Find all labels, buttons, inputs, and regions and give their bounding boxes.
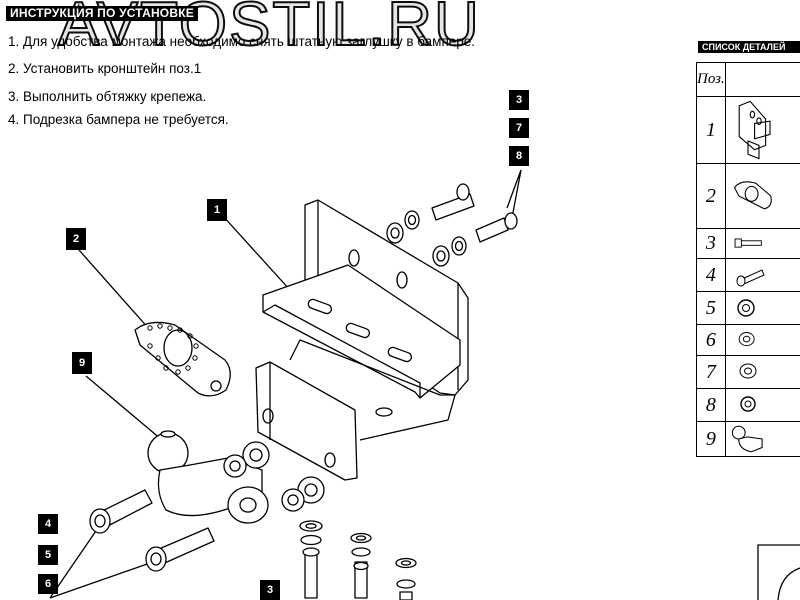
parts-list-row: 3: [696, 228, 800, 259]
washer-icon: [739, 363, 757, 379]
parts-list-row: 7: [696, 355, 800, 389]
part-image-cell: [724, 388, 800, 422]
part-image-cell: [724, 163, 800, 229]
hex-bolt-icon: [736, 269, 765, 287]
callout-8: 8: [509, 146, 529, 166]
step-2: 2. Установить кронштейн поз.1: [8, 61, 202, 76]
plate-icon: [733, 181, 772, 210]
parts-list-header-row: Поз.: [696, 62, 800, 97]
step-4: 4. Подрезка бампера не требуется.: [8, 112, 229, 127]
part-position: 1: [696, 96, 726, 164]
callout-3-top: 3: [509, 90, 529, 110]
image-header-cell: [724, 62, 800, 97]
step-3: 3. Выполнить обтяжку крепежа.: [8, 89, 207, 104]
pos-header: Поз.: [696, 62, 726, 97]
callout-6: 6: [38, 574, 58, 594]
part-position: 8: [696, 388, 726, 422]
step-1: 1. Для удобства монтажа необходимо снять…: [8, 34, 476, 49]
part-position: 4: [696, 258, 726, 292]
bracket-icon: [738, 100, 771, 160]
washer-icon: [738, 332, 755, 347]
part-image-cell: [724, 421, 800, 457]
parts-list-title: СПИСОК ДЕТАЛЕЙ: [698, 41, 800, 53]
callout-3-bottom: 3: [260, 580, 280, 600]
parts-list-row: 1: [696, 96, 800, 164]
part-position: 7: [696, 355, 726, 389]
callout-4: 4: [38, 514, 58, 534]
part-position: 5: [696, 291, 726, 325]
callout-1: 1: [207, 199, 227, 221]
parts-list-row: 5: [696, 291, 800, 325]
part-image-cell: [724, 291, 800, 325]
page-title: ИНСТРУКЦИЯ ПО УСТАНОВКЕ: [6, 6, 198, 21]
parts-list-row: 4: [696, 258, 800, 292]
part-image-cell: [724, 324, 800, 356]
nut-icon: [737, 299, 755, 317]
lock-washer-icon: [740, 396, 756, 412]
part-image-cell: [724, 355, 800, 389]
callout-9: 9: [72, 352, 92, 374]
parts-list-row: 2: [696, 163, 800, 229]
tow-ball-icon: [731, 425, 763, 453]
callout-2: 2: [66, 228, 86, 250]
parts-list-row: 6: [696, 324, 800, 356]
callout-7: 7: [509, 118, 529, 138]
part-position: 9: [696, 421, 726, 457]
part-image-cell: [724, 258, 800, 292]
bolt-icon: [734, 238, 762, 248]
parts-list-row: 8: [696, 388, 800, 422]
callout-5: 5: [38, 545, 58, 565]
part-position: 6: [696, 324, 726, 356]
part-position: 3: [696, 228, 726, 259]
part-image-cell: [724, 228, 800, 259]
part-position: 2: [696, 163, 726, 229]
parts-list-row: 9: [696, 421, 800, 457]
part-image-cell: [724, 96, 800, 164]
